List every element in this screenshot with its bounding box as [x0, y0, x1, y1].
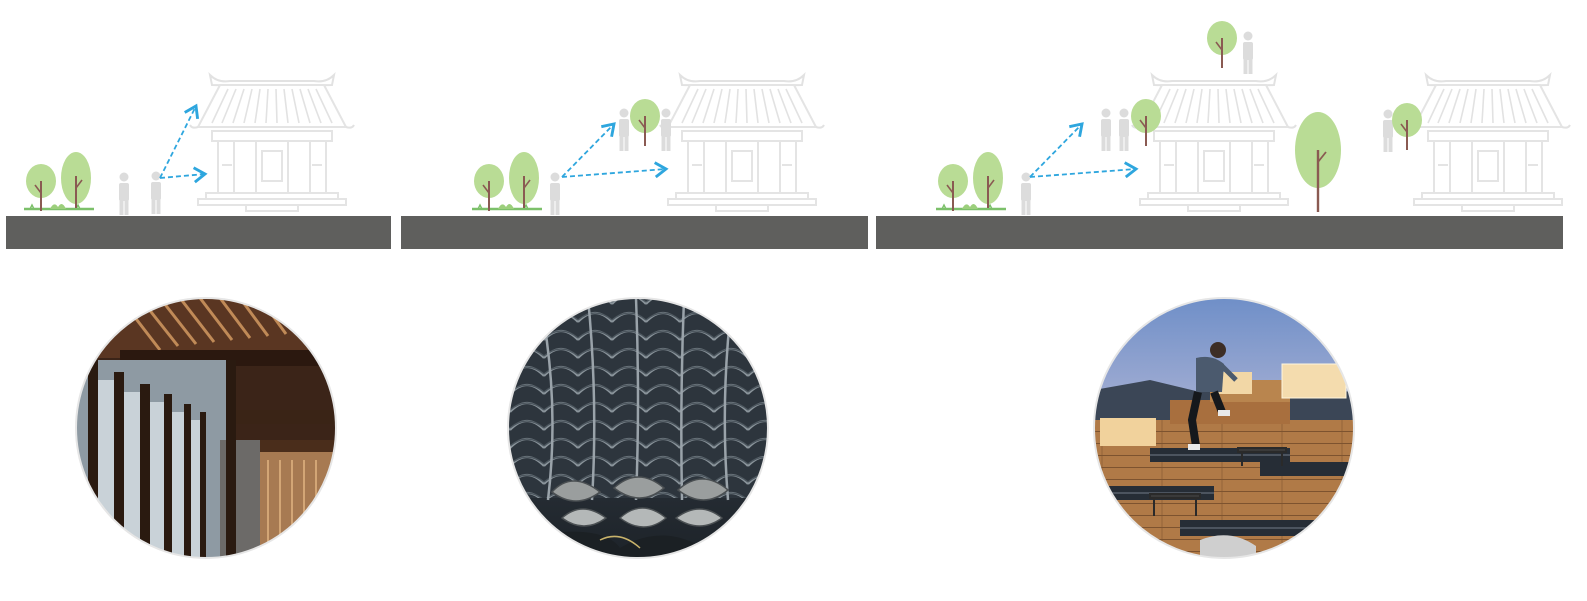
- rooftop-person-icon: [619, 108, 629, 151]
- sightline-arrows: [159, 103, 208, 184]
- photo-circle-2: [507, 297, 769, 559]
- ground-section: [876, 216, 1563, 249]
- rooftop-tree-icon: [629, 98, 661, 147]
- upper-person-icon: [1243, 31, 1253, 74]
- courtyard-building-elevation: [1131, 74, 1297, 212]
- ground-section: [401, 216, 868, 249]
- photo-frame: [75, 297, 337, 559]
- person-icon: [119, 172, 129, 215]
- rooftop-person-icon: [1383, 109, 1393, 152]
- rooftop-terrace-photo: [1094, 298, 1354, 558]
- photo-frame: [1093, 297, 1355, 559]
- panel-3-section: [876, 20, 1571, 249]
- upper-tree-icon: [1206, 20, 1238, 69]
- tree-icon: [937, 163, 969, 212]
- panel-2-section: [401, 74, 868, 249]
- photo-circle-1: [75, 297, 337, 559]
- grass-strip: [470, 202, 544, 211]
- photo-frame: [507, 297, 769, 559]
- grass-strip: [22, 202, 96, 211]
- grass-strip: [934, 202, 1008, 211]
- person-icon: [151, 171, 161, 214]
- sightline-arrows: [561, 122, 669, 179]
- tall-tree-icon: [1293, 110, 1343, 214]
- roof-tiles-photo: [508, 298, 768, 558]
- tree-icon: [60, 151, 92, 209]
- tree-icon: [25, 163, 57, 212]
- tree-icon: [508, 151, 540, 209]
- rooftop-person-icon: [1119, 108, 1129, 151]
- rooftop-tree-icon: [1391, 102, 1423, 151]
- courtyard-building-elevation: [1405, 74, 1571, 212]
- courtyard-building-elevation: [659, 74, 825, 212]
- person-icon: [550, 172, 560, 215]
- sightline-arrows: [1029, 122, 1139, 179]
- rooftop-person-icon: [661, 108, 671, 151]
- panel-1-section: [6, 74, 391, 249]
- rooftop-person-icon: [1101, 108, 1111, 151]
- person-icon: [1021, 172, 1031, 215]
- ground-section: [6, 216, 391, 249]
- photo-circle-3: [1093, 297, 1355, 559]
- tree-icon: [972, 151, 1004, 209]
- courtyard-building-elevation: [189, 74, 355, 212]
- tree-icon: [473, 163, 505, 212]
- person-photo-figure: [1187, 342, 1238, 450]
